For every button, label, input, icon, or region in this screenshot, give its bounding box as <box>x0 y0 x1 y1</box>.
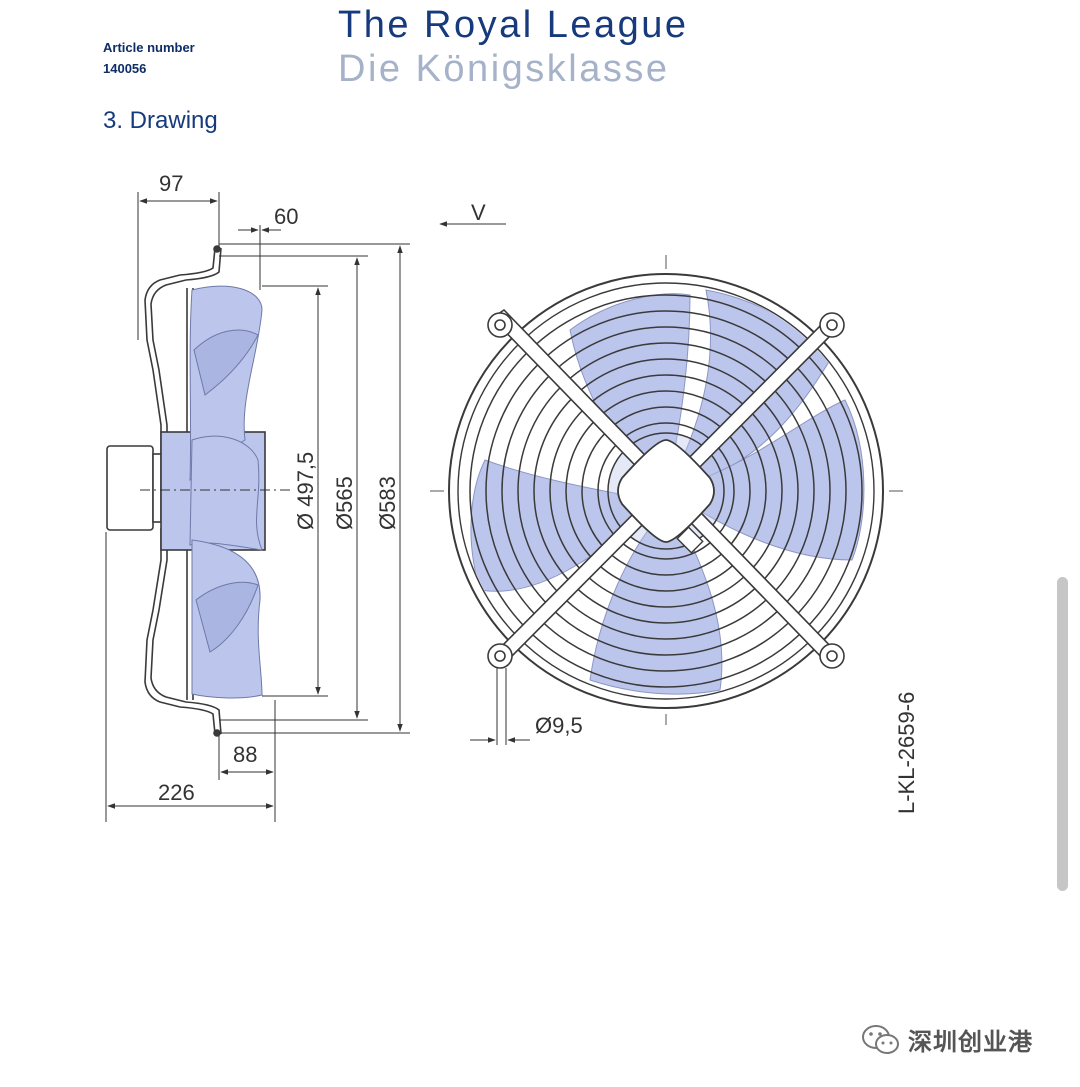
dim-9-5: Ø9,5 <box>535 713 583 738</box>
dimension-lines-front <box>439 221 530 745</box>
article-number: 140056 <box>103 61 147 76</box>
center-plate <box>617 439 715 543</box>
dim-97: 97 <box>159 171 183 196</box>
wechat-icon <box>862 1024 899 1054</box>
watermark-text: 深圳创业港 <box>908 1029 1033 1056</box>
airflow-label: V <box>471 200 486 225</box>
dim-497-5: Ø 497,5 <box>293 452 318 530</box>
dim-226: 226 <box>158 780 195 805</box>
cable-gland <box>676 526 704 554</box>
dim-60: 60 <box>274 204 298 229</box>
dimension-lines-side <box>105 192 410 822</box>
dim-88: 88 <box>233 742 257 767</box>
dim-565: Ø565 <box>332 476 357 530</box>
title-english: The Royal League <box>338 4 689 46</box>
article-block: Article number 140056 <box>103 37 195 79</box>
side-view-blades <box>189 285 263 699</box>
dim-583: Ø583 <box>375 476 400 530</box>
mounting-holes <box>487 312 845 669</box>
drawing-id: L-KL-2659-6 <box>894 692 919 814</box>
section-heading: 3. Drawing <box>103 107 218 134</box>
scrollbar[interactable] <box>1057 577 1068 891</box>
title-german: Die Königsklasse <box>338 48 670 90</box>
watermark: 深圳创业港 <box>862 1022 1033 1057</box>
article-label: Article number <box>103 40 195 55</box>
front-view <box>430 255 905 725</box>
